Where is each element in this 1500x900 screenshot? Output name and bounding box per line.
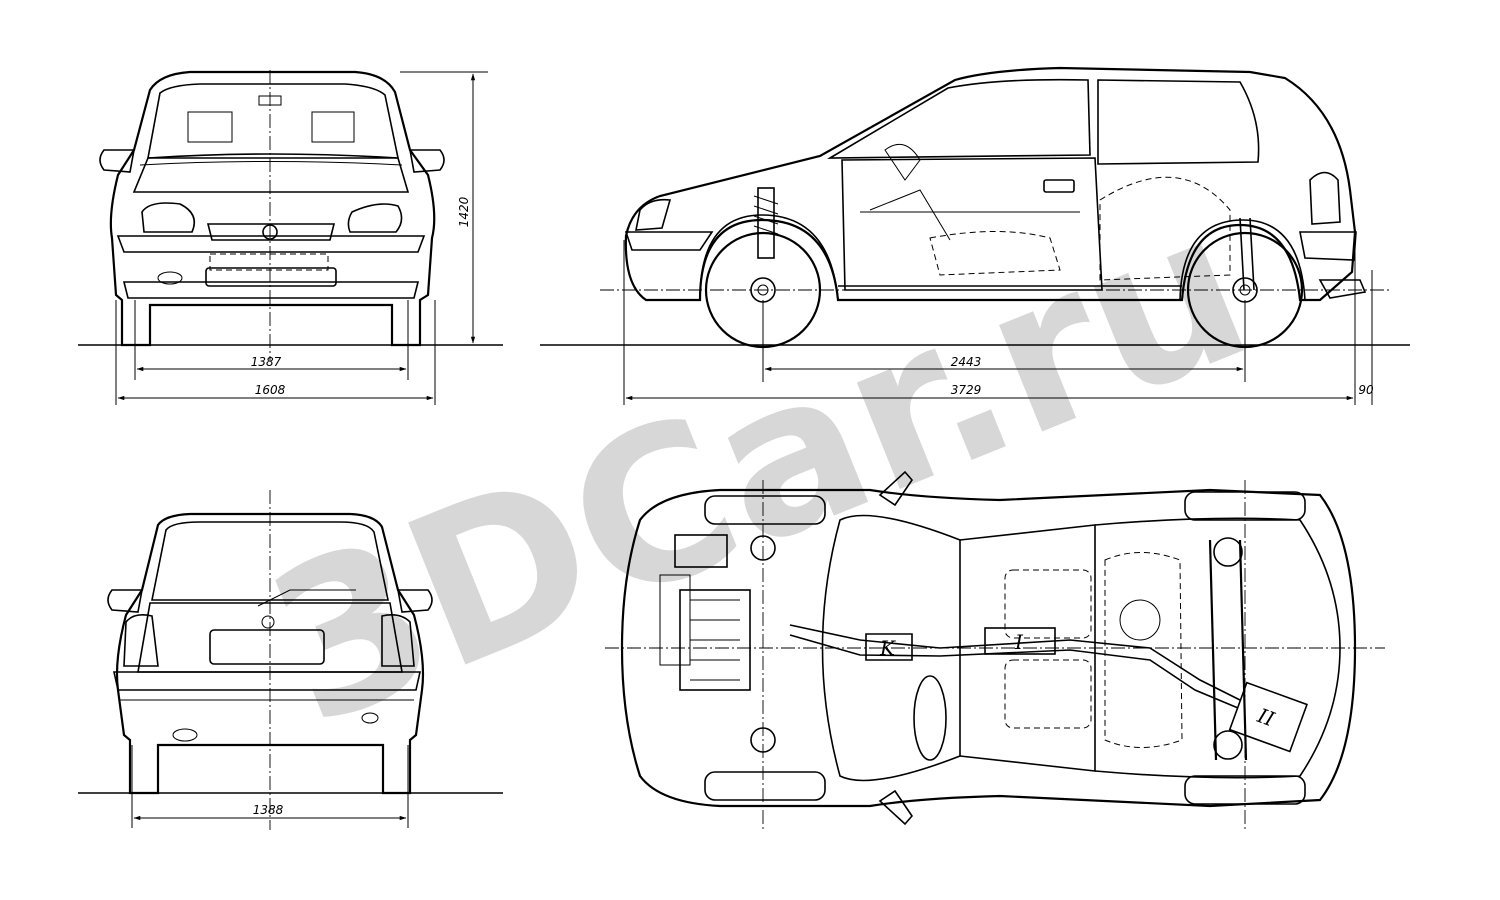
watermark: 3DCar.ru xyxy=(239,163,1279,773)
dim-front-width: 1608 xyxy=(255,383,286,397)
label-catalyst: K xyxy=(879,636,896,660)
dim-front-track: 1387 xyxy=(251,355,282,369)
top-view: K I II xyxy=(605,470,1385,830)
watermark-text: 3DCar.ru xyxy=(239,163,1279,773)
side-view: 2443 3729 90 xyxy=(540,66,1410,405)
dim-wheelbase: 2443 xyxy=(951,355,982,369)
front-view: 1420 1387 1608 xyxy=(78,70,503,405)
dim-rear-track: 1388 xyxy=(253,803,284,817)
dim-length: 3729 xyxy=(951,383,982,397)
label-muffler-front: I xyxy=(1014,630,1024,654)
dim-tow-overhang: 90 xyxy=(1358,383,1374,397)
label-muffler-rear: II xyxy=(1254,703,1279,732)
rear-view: 1388 xyxy=(78,490,503,830)
dim-height: 1420 xyxy=(457,196,471,227)
